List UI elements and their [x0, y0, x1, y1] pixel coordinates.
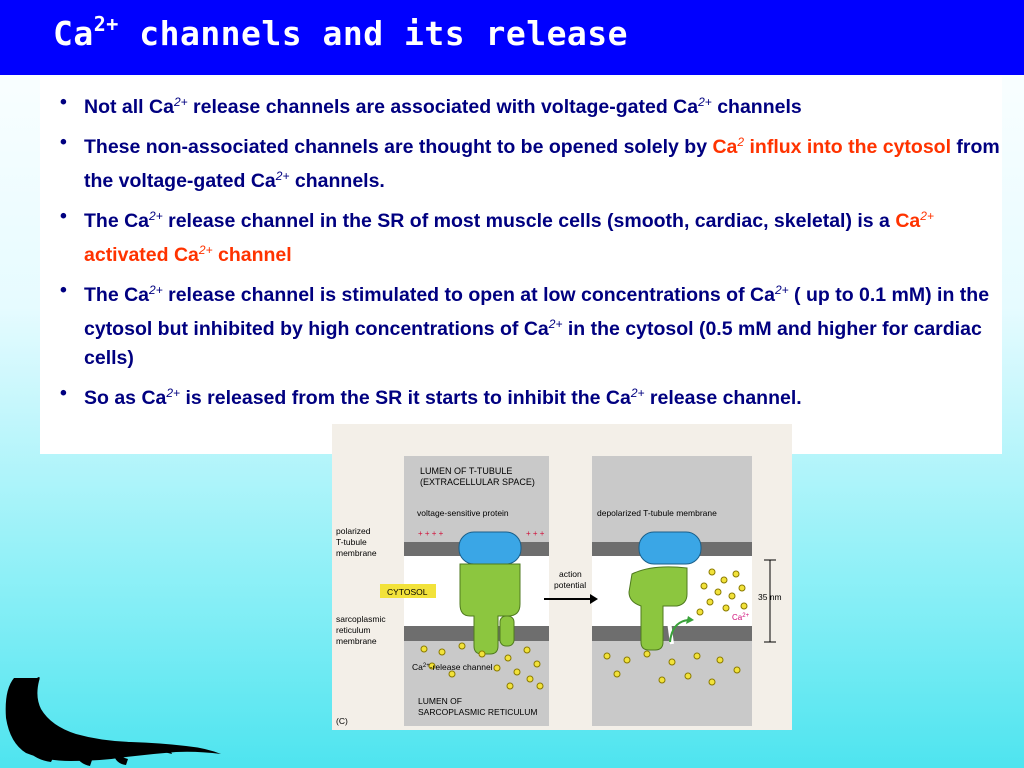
bullet-marker: •: [60, 279, 67, 301]
label-polarized: polarized: [336, 526, 371, 536]
bullet-text: 2+: [920, 209, 934, 223]
bullet-text: channels.: [289, 170, 385, 192]
bullet-text: release channels are associated with vol…: [187, 96, 699, 118]
bullet-text: 2+: [275, 169, 290, 183]
bullet-text: 2: [737, 135, 745, 149]
label-sarcoplasmic: sarcoplasmic: [336, 614, 386, 624]
bullet-text: 2+: [630, 386, 645, 400]
bullet-text: 2+: [149, 283, 163, 297]
bullet-text: These non-associated channels are though…: [84, 136, 713, 158]
label-action: action: [559, 569, 582, 579]
bullet-text: ( up to 0.1 mM) in the cytosol but inhib…: [84, 284, 990, 340]
bullet-marker: •: [60, 205, 67, 227]
bullet-text: Ca: [712, 136, 738, 158]
content-box: •Not all Ca2+ release channels are assoc…: [40, 77, 1002, 454]
crocodile-silhouette: [5, 677, 221, 766]
bullet-text: 2+: [698, 95, 712, 109]
bullet-item: • These non-associated channels are thoug…: [60, 128, 1000, 196]
release-channel-right: [628, 566, 688, 651]
label-ca-right: Ca2+: [732, 613, 750, 622]
bullet-text: influx into the cytosol: [744, 136, 952, 158]
label-lumen-of: LUMEN OF: [418, 696, 462, 706]
label-extracellular: (EXTRACELLULAR SPACE): [420, 477, 535, 487]
cytosol-tag: [380, 584, 436, 598]
bullet-list: •Not all Ca2+ release channels are assoc…: [60, 88, 1000, 419]
calcium-channel-diagram: LUMEN OF T-TUBULE (EXTRACELLULAR SPACE) …: [332, 424, 792, 730]
bullet-text: from the voltage-gated Ca: [84, 136, 1000, 192]
bullet-text: activated Ca: [84, 244, 199, 266]
bullet-text: 2+: [166, 386, 181, 400]
svg-text:T-tubule: T-tubule: [336, 537, 367, 547]
bullet-text: is released from the SR it starts to inh…: [180, 387, 631, 409]
title-bar: Ca2+ channels and its release: [0, 0, 1024, 75]
bullet-marker: •: [60, 131, 67, 153]
bullet-item: •The Ca2+ release channel in the SR of m…: [60, 202, 1000, 270]
bullet-text: release channel in the SR of most muscle…: [162, 210, 896, 232]
bullet-text: in the cytosol (0.5 mM and higher for ca…: [84, 318, 982, 369]
bullet-marker: •: [60, 91, 67, 113]
bullet-text: The Ca: [84, 210, 150, 232]
label-voltage-sensitive: voltage-sensitive protein: [417, 508, 509, 518]
bullet-text: So as Ca: [84, 387, 167, 409]
release-channel-left: [459, 563, 521, 655]
bullet-text: 2+: [149, 209, 163, 223]
bullet-text: release channel is stimulated to open at…: [162, 284, 775, 306]
voltage-sensor-left: [458, 531, 522, 565]
bullet-text: 2+: [173, 95, 188, 109]
bullet-text: Ca: [895, 210, 921, 232]
label-sr-lumen: SARCOPLASMIC RETICULUM: [418, 707, 538, 717]
voltage-sensor-right: [638, 531, 702, 565]
label-plus-right: + + +: [526, 529, 545, 538]
bullet-text: channel: [212, 244, 292, 266]
label-35nm: 35 nm: [758, 592, 782, 602]
bullet-item: •So as Ca2+ is released from the SR it s…: [60, 379, 1000, 413]
label-plus-left: + + + +: [418, 529, 444, 538]
sr-lumen-right: [592, 641, 752, 726]
label-cytosol: CYTOSOL: [387, 587, 428, 597]
sr-lumen-left: [404, 641, 549, 726]
bullet-text: Not all Ca: [84, 96, 174, 118]
bullet-text: 2+: [548, 317, 563, 331]
bullet-marker: •: [60, 382, 67, 404]
label-panel-c: (C): [336, 716, 348, 726]
bullet-text: 2+: [198, 243, 213, 257]
bullet-text: channels: [711, 96, 802, 118]
label-lumen-t-tubule: LUMEN OF T-TUBULE: [420, 466, 512, 476]
label-release-channel: Ca2+-release channel: [412, 662, 493, 672]
svg-text:reticulum: reticulum: [336, 625, 370, 635]
slide-title: Ca2+ channels and its release: [53, 12, 629, 53]
bullet-item: •Not all Ca2+ release channels are assoc…: [60, 88, 1000, 122]
bullet-text: release channel.: [644, 387, 802, 409]
label-potential: potential: [554, 580, 586, 590]
svg-text:membrane: membrane: [336, 636, 377, 646]
bullet-text: 2+: [774, 283, 789, 297]
svg-text:membrane: membrane: [336, 548, 377, 558]
bullet-item: •The Ca2+ release channel is stimulated …: [60, 276, 1000, 373]
bullet-text: The Ca: [84, 284, 150, 306]
calcium-ions-right: [603, 568, 748, 686]
calcium-ions-left: [420, 642, 544, 690]
label-depolarized: depolarized T-tubule membrane: [597, 508, 717, 518]
